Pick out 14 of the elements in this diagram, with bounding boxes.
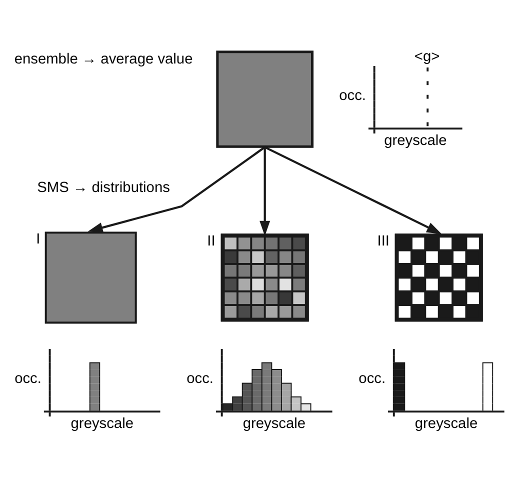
label: occ. bbox=[186, 371, 214, 388]
node-label: II bbox=[207, 233, 216, 250]
label: occ. bbox=[339, 88, 366, 104]
label: occ. bbox=[14, 371, 42, 388]
label: greyscale bbox=[414, 416, 478, 432]
node-label: III bbox=[377, 233, 390, 250]
label: greyscale bbox=[384, 133, 447, 150]
label: occ. bbox=[358, 371, 386, 388]
node-label: I bbox=[36, 231, 40, 248]
label: <g> bbox=[414, 49, 440, 66]
label: greyscale bbox=[242, 416, 306, 432]
label: greyscale bbox=[70, 416, 134, 432]
label: ensemble → average value bbox=[14, 52, 193, 68]
label: SMS → distributions bbox=[37, 180, 170, 196]
